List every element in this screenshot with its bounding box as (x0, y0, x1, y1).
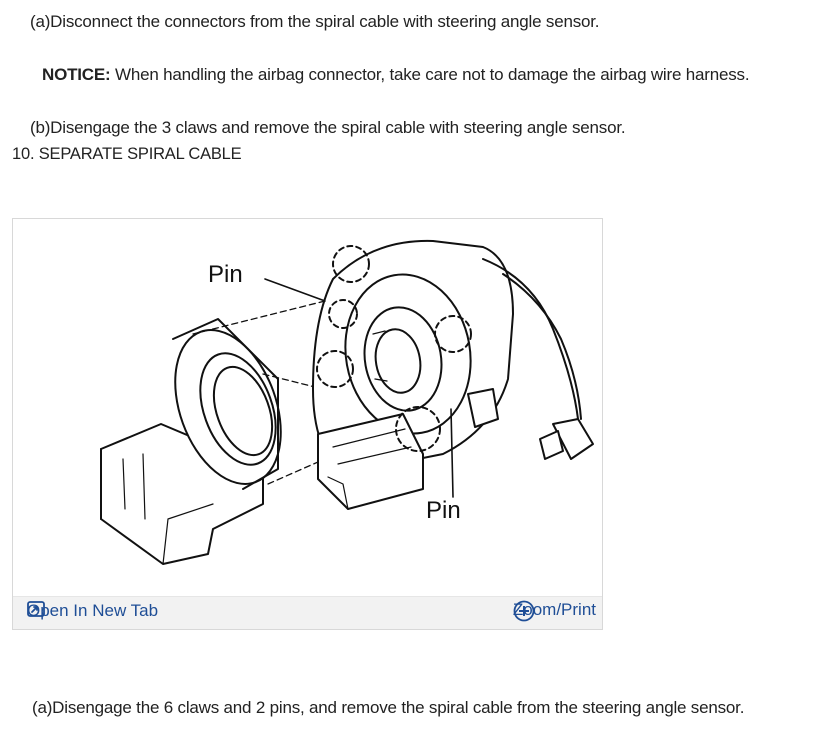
zoom-print-link[interactable]: Zoom/Print (513, 600, 596, 622)
pin-label-bottom: Pin (426, 497, 461, 524)
figure-action-bar: Open In New Tab Zoom/Print (13, 596, 602, 629)
notice-text: When handling the airbag connector, take… (110, 65, 750, 84)
open-new-tab-icon (27, 601, 45, 617)
pin-label-top: Pin (208, 261, 243, 288)
step-a-disconnect-connectors: (a)Disconnect the connectors from the sp… (30, 12, 600, 31)
notice: NOTICE: When handling the airbag connect… (42, 65, 750, 85)
notice-label: NOTICE: (42, 65, 111, 84)
step-a-disengage-claws-pins: (a)Disengage the 6 claws and 2 pins, and… (32, 698, 745, 717)
step-b-disengage-claws: (b)Disengage the 3 claws and remove the … (30, 118, 626, 137)
open-in-new-tab-label: Open In New Tab (27, 601, 159, 620)
zoom-plus-icon (513, 600, 535, 622)
open-in-new-tab-link[interactable]: Open In New Tab (27, 601, 158, 621)
spiral-cable-figure: Pin Pin Open In New Tab Zoom/Print (12, 218, 603, 630)
spiral-cable-diagram (100, 239, 594, 565)
section-heading: 10. SEPARATE SPIRAL CABLE (12, 145, 242, 163)
